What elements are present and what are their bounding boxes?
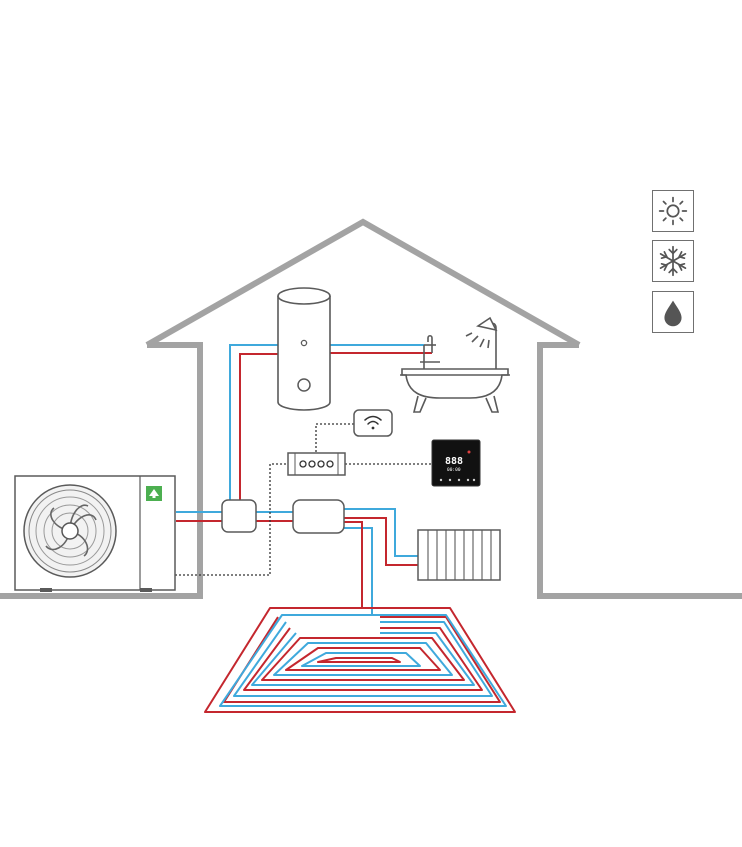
buffer-tank: [292, 499, 345, 534]
radiator: [417, 529, 501, 581]
house-outline: [0, 218, 742, 599]
sun-icon: [658, 196, 688, 226]
fan-grille-icon: [23, 484, 117, 578]
control-wires: [175, 423, 432, 576]
hot-water-tank: [277, 287, 331, 411]
thermostat-time: 00:00: [447, 467, 461, 473]
thermostat-temperature: 888: [445, 456, 463, 467]
outdoor-heat-pump-unit: [14, 475, 176, 592]
cooling-mode-button[interactable]: [652, 240, 694, 282]
brand-logo-icon: [146, 486, 162, 501]
shower-head-icon: [465, 316, 498, 369]
hot-water-mode-button[interactable]: [652, 291, 694, 333]
three-way-valve: [221, 499, 257, 533]
thermostat: 888 00:00: [431, 439, 481, 487]
thermostat-indicator-icon: [467, 450, 471, 454]
wifi-icon: [364, 415, 382, 430]
main-pipes: [176, 508, 418, 615]
wifi-module: [353, 409, 393, 437]
control-box: [287, 452, 346, 476]
heating-mode-button[interactable]: [652, 190, 694, 232]
water-drop-icon: [664, 300, 682, 327]
dhw-pipes: [229, 344, 432, 500]
bathtub-icon: [400, 334, 510, 413]
snowflake-icon: [659, 245, 687, 277]
underfloor-heating-loop: [204, 607, 516, 713]
